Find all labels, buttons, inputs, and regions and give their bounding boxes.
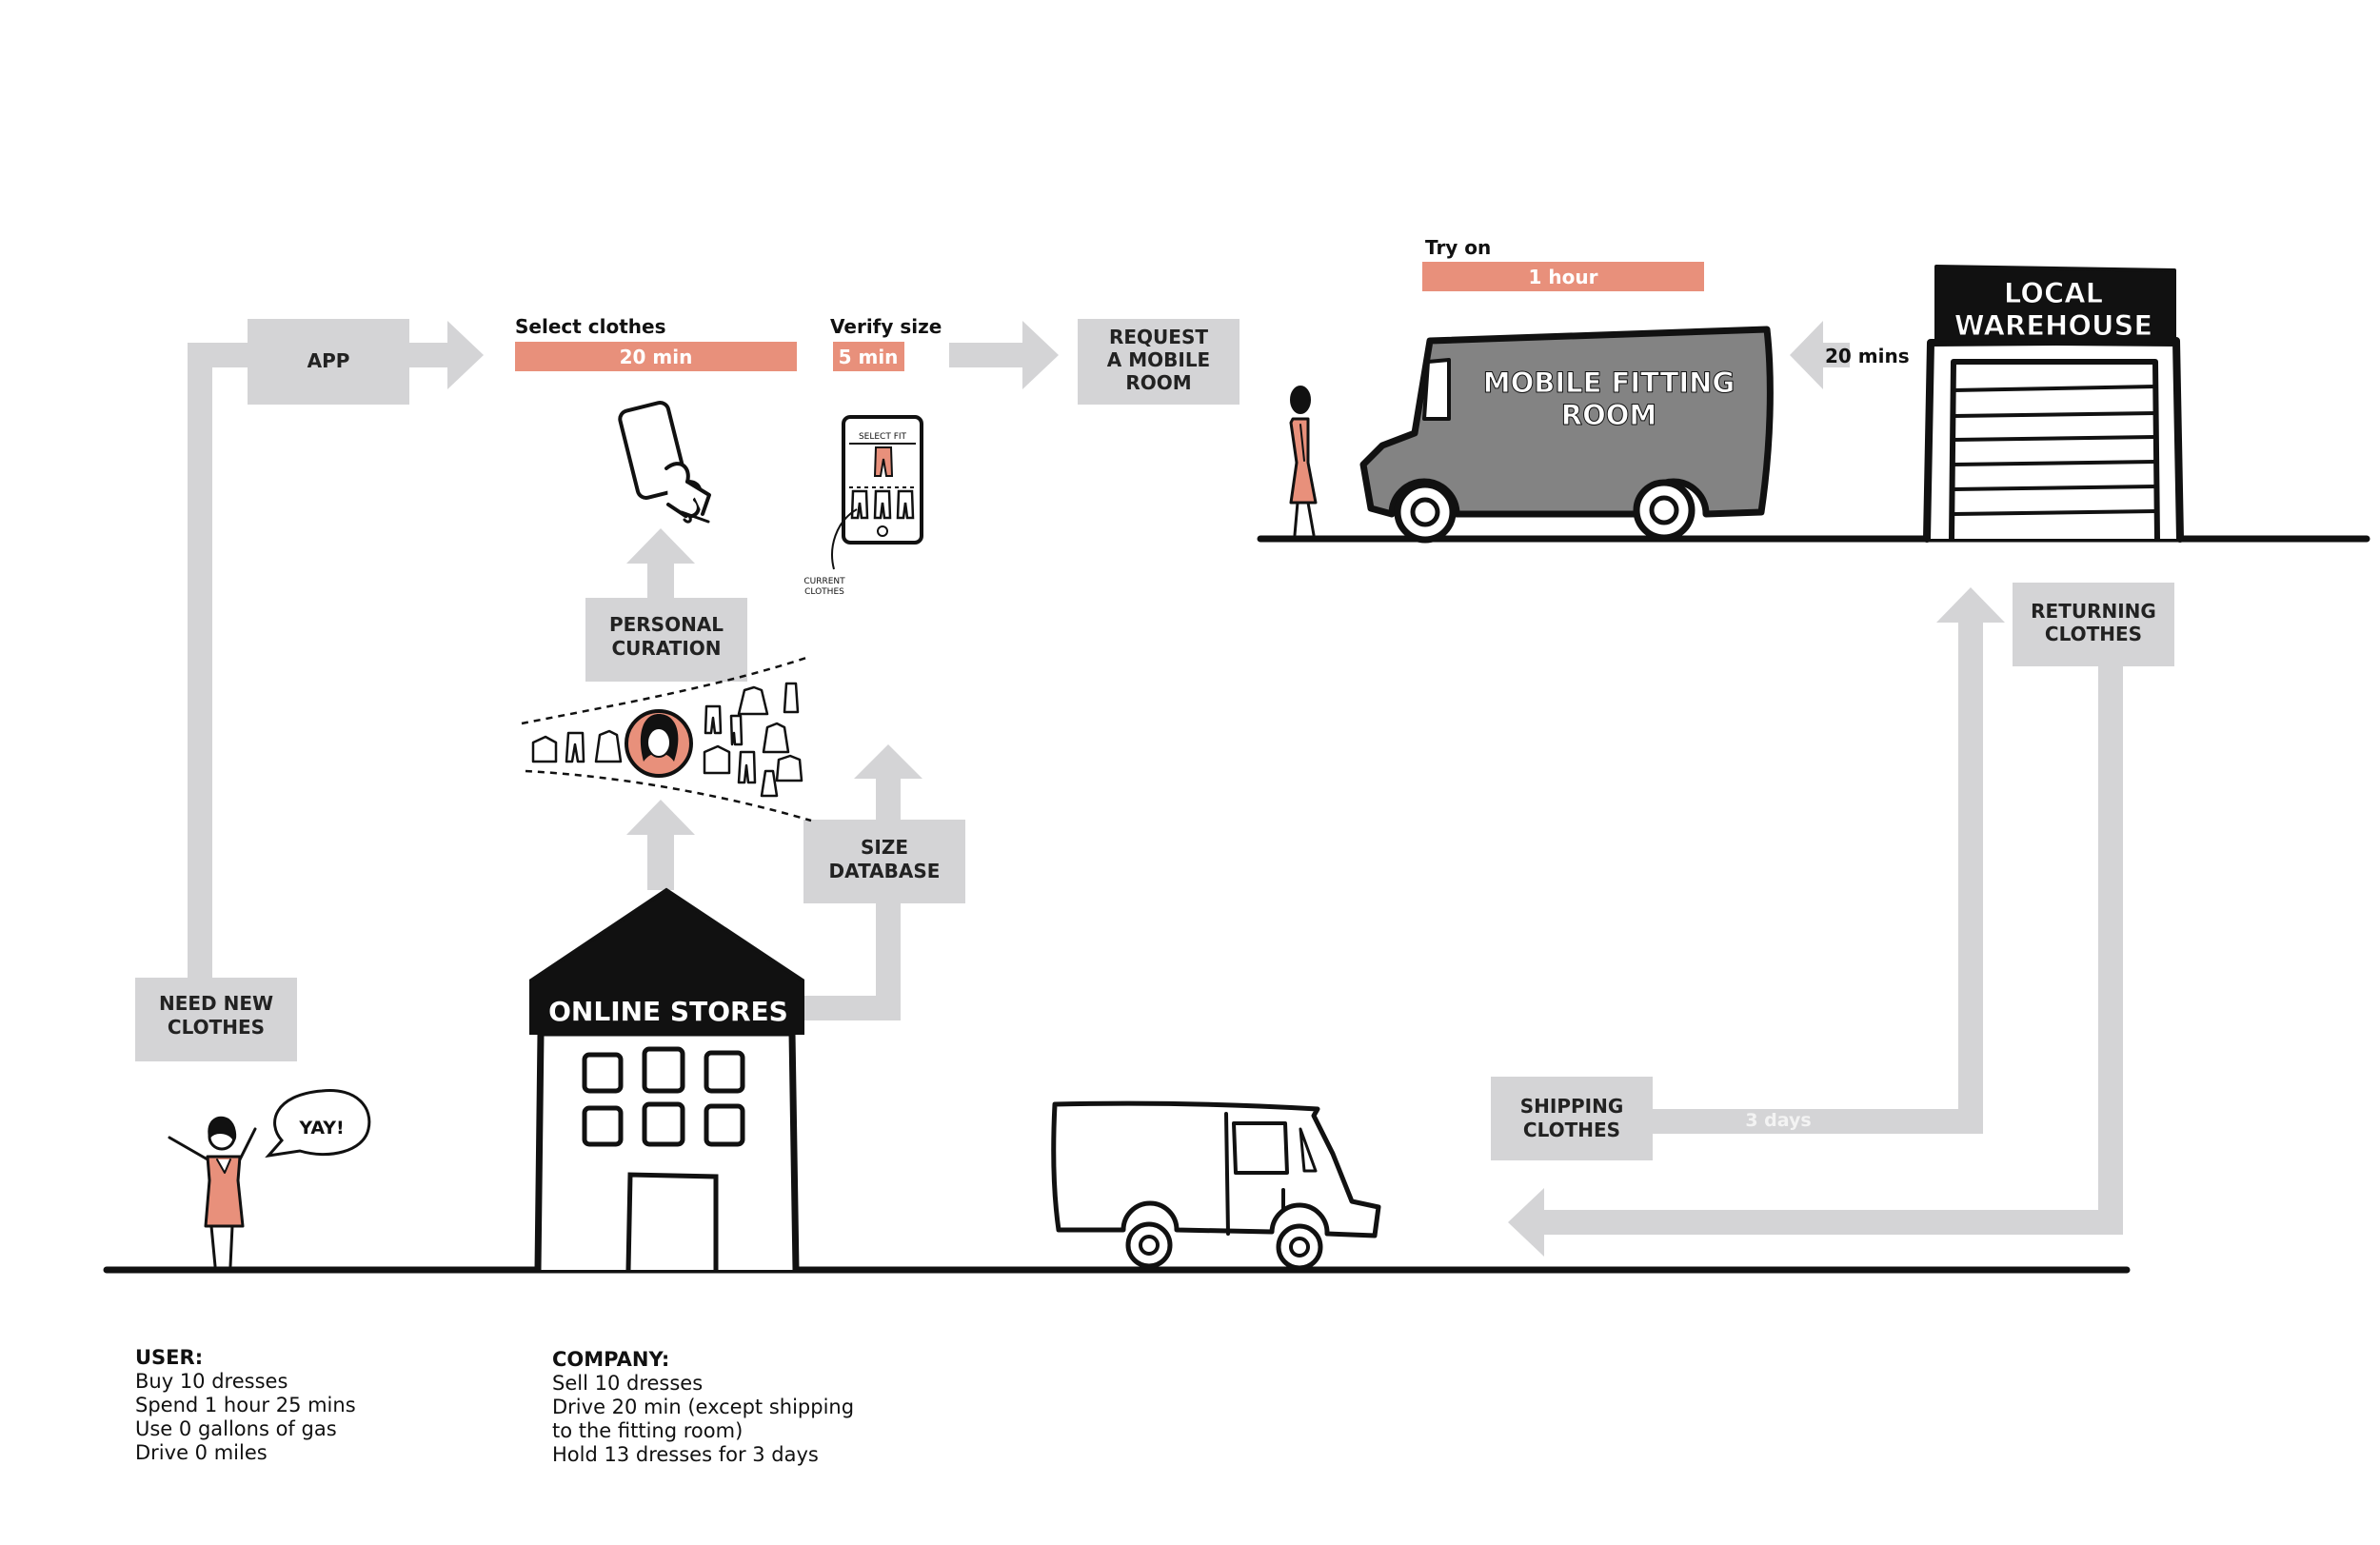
arrow-returning-head	[1508, 1188, 1544, 1257]
online-stores-sign: ONLINE STORES	[548, 996, 788, 1027]
user-summary-line: Use 0 gallons of gas	[135, 1417, 337, 1440]
tablet-caption-line-1: CURRENT	[803, 577, 845, 586]
verify-size-duration: 5 min	[839, 346, 899, 368]
local-warehouse-building: LOCAL WAREHOUSE	[1923, 265, 2184, 543]
box-returning-clothes: RETURNING CLOTHES	[2013, 583, 2174, 666]
user-summary-line: Buy 10 dresses	[135, 1370, 288, 1393]
arrow-curation-to-phone-head	[626, 528, 695, 564]
arrow-app-to-select-head	[447, 321, 484, 389]
select-clothes-duration: 20 min	[620, 346, 693, 368]
size-database-line-1: SIZE	[861, 836, 908, 859]
arrow-returning-horizontal	[1542, 1210, 2123, 1235]
arrow-shipping-head	[1936, 587, 2005, 623]
tablet-caption-line-2: CLOTHES	[804, 587, 844, 597]
try-on-label: Try on	[1425, 236, 1491, 259]
user-summary-heading: USER:	[135, 1346, 204, 1369]
speech-bubble-text: YAY!	[298, 1118, 344, 1139]
company-summary: COMPANY: Sell 10 dresses Drive 20 min (e…	[552, 1348, 971, 1467]
arrow-warehouse-to-van-shaft	[1821, 343, 1850, 367]
phone-in-hand-icon	[618, 401, 711, 524]
company-summary-line: Hold 13 dresses for 3 days	[552, 1443, 819, 1466]
van-sign-line-2: ROOM	[1561, 399, 1657, 431]
happy-user-figure	[168, 1116, 257, 1271]
app-label: APP	[307, 349, 350, 372]
user-summary-line: Drive 0 miles	[135, 1441, 268, 1464]
curation-line-1: PERSONAL	[609, 613, 724, 636]
arrow-need-to-app-horizontal	[188, 343, 249, 367]
arrow-verify-to-request-head	[1022, 321, 1059, 389]
store-door	[625, 1172, 719, 1271]
box-app: APP	[248, 319, 409, 405]
box-need-new-clothes: NEED NEW CLOTHES	[135, 978, 297, 1061]
user-summary-line: Spend 1 hour 25 mins	[135, 1394, 356, 1416]
returning-line-2: CLOTHES	[2045, 623, 2142, 645]
arrow-store-to-size-head	[854, 744, 922, 779]
online-stores-building: ONLINE STORES	[529, 887, 804, 1271]
arrow-verify-to-request-shaft	[949, 343, 1025, 367]
verify-size-label: Verify size	[830, 315, 942, 338]
user-summary: USER: Buy 10 dresses Spend 1 hour 25 min…	[135, 1346, 478, 1465]
company-summary-line: to the fitting room)	[552, 1419, 744, 1442]
label-3-days: 3 days	[1745, 1110, 1811, 1131]
arrow-shipping-horizontal	[1650, 1109, 1983, 1134]
pants-options-icon	[850, 489, 915, 520]
curation-funnel	[521, 655, 812, 822]
arrow-warehouse-to-van-head	[1790, 321, 1823, 389]
request-line-2: A MOBILE	[1107, 348, 1210, 371]
arrow-need-to-app-vertical	[188, 343, 212, 979]
step-verify-size: Verify size 5 min	[830, 315, 942, 371]
store-windows	[582, 1046, 745, 1147]
box-shipping-clothes: SHIPPING CLOTHES	[1491, 1077, 1653, 1160]
box-size-database: SIZE DATABASE	[803, 820, 965, 903]
flow-arrows	[188, 321, 2123, 1257]
warehouse-rolling-door	[1949, 359, 2160, 542]
arrow-store-to-curation-head	[626, 800, 695, 835]
company-summary-heading: COMPANY:	[552, 1348, 670, 1371]
label-20-mins: 20 mins	[1825, 345, 1910, 367]
arrow-curation-to-phone-shaft	[647, 562, 674, 600]
returning-line-1: RETURNING	[2031, 600, 2156, 623]
arrow-shipping-vertical	[1958, 621, 1983, 1134]
arrow-returning-vertical	[2098, 666, 2123, 1235]
shipping-line-1: SHIPPING	[1520, 1095, 1624, 1118]
tablet-screen-title: SELECT FIT	[859, 432, 907, 442]
arrow-store-to-curation-shaft	[647, 833, 674, 890]
warehouse-sign-line-2: WAREHOUSE	[1954, 309, 2152, 342]
need-new-clothes-line-2: CLOTHES	[168, 1016, 265, 1039]
speech-bubble: YAY!	[265, 1089, 371, 1159]
box-request-mobile-room: REQUEST A MOBILE ROOM	[1078, 319, 1240, 405]
step-select-clothes: Select clothes 20 min	[515, 315, 797, 371]
warehouse-sign-line-1: LOCAL	[2004, 277, 2103, 309]
shipping-line-2: CLOTHES	[1523, 1119, 1620, 1141]
request-line-3: ROOM	[1125, 371, 1191, 394]
company-summary-line: Drive 20 min (except shipping	[552, 1396, 855, 1418]
arrow-app-to-select-shaft	[407, 343, 450, 367]
mobile-fitting-room-van: MOBILE FITTING ROOM	[1359, 326, 1774, 544]
try-on-duration: 1 hour	[1529, 266, 1598, 288]
curation-line-2: CURATION	[611, 637, 721, 660]
box-personal-curation: PERSONAL CURATION	[585, 598, 747, 682]
company-summary-line: Sell 10 dresses	[552, 1372, 704, 1395]
need-new-clothes-line-1: NEED NEW	[159, 992, 273, 1015]
size-database-line-2: DATABASE	[829, 860, 941, 882]
clothing-items-icon	[531, 682, 803, 798]
current-pants-icon	[873, 446, 894, 477]
select-clothes-label: Select clothes	[515, 315, 666, 338]
customer-at-van-figure	[1289, 386, 1325, 539]
van-sign-line-1: MOBILE FITTING	[1483, 366, 1735, 399]
step-try-on: Try on 1 hour	[1422, 236, 1704, 291]
delivery-truck	[1051, 1100, 1381, 1271]
tablet-select-fit-icon: SELECT FIT CURRENT CLOTHES	[803, 415, 923, 597]
request-line-1: REQUEST	[1109, 326, 1208, 348]
